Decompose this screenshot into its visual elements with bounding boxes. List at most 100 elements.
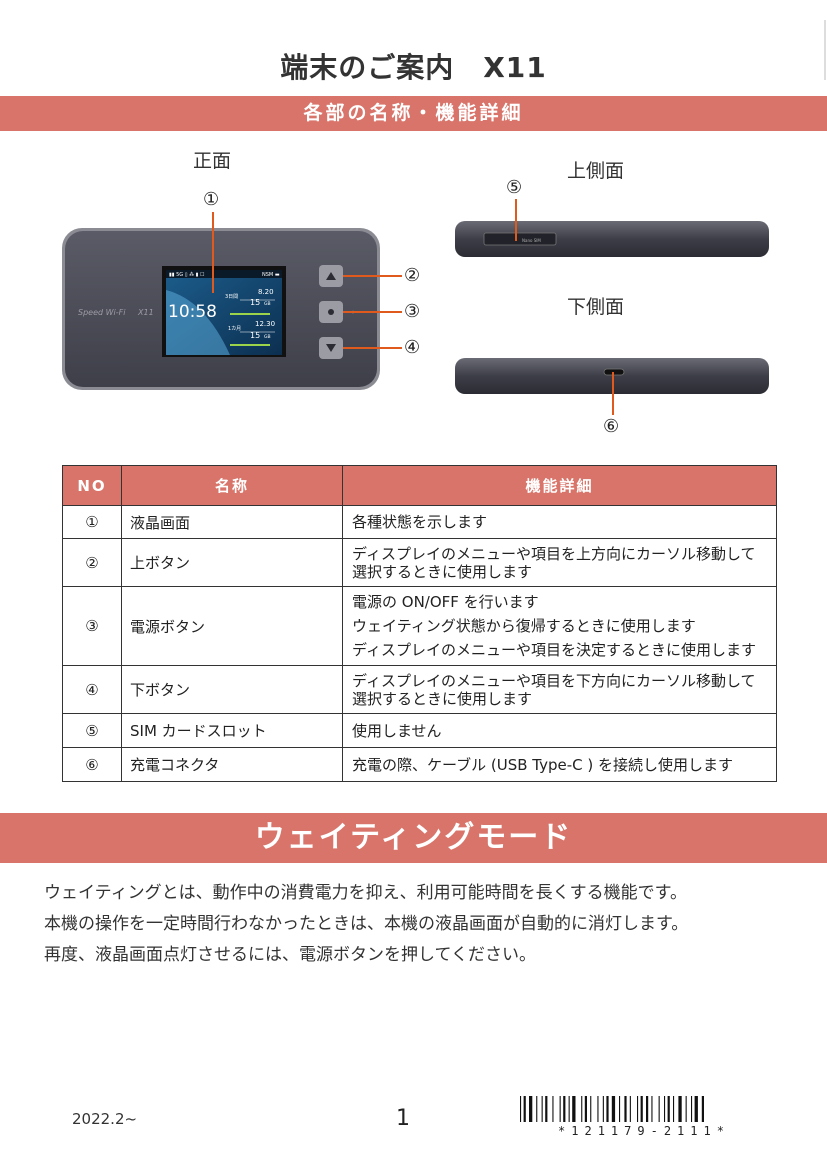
paragraph-line: 再度、液晶画面点灯させるには、電源ボタンを押してください。	[44, 945, 536, 965]
table-row: ④ 下ボタン ディスプレイのメニューや項目を下方向にカーソル移動して 選択すると…	[62, 665, 777, 714]
barcode-bar	[581, 1096, 583, 1122]
callout-4: ④	[404, 337, 421, 358]
barcode-bar	[611, 1096, 616, 1122]
header-no: NO	[62, 465, 122, 506]
row-desc: 使用しません	[342, 713, 777, 748]
row-desc: 充電の際、ケーブル (USB Type-C ) を接続し使用します	[342, 747, 777, 782]
barcode-bar	[541, 1096, 543, 1122]
barcode-bar	[691, 1096, 693, 1122]
barcode-bar	[529, 1096, 533, 1122]
row-no: ①	[62, 505, 122, 539]
callout-5: ⑤	[506, 177, 523, 198]
down-arrow-icon	[326, 344, 336, 352]
barcode-bar	[590, 1096, 592, 1122]
barcode-bar	[667, 1096, 670, 1122]
callout-6: ⑥	[603, 416, 620, 437]
power-dot-icon	[328, 309, 334, 315]
table-row: ② 上ボタン ディスプレイのメニューや項目を上方向にカーソル移動して 選択すると…	[62, 538, 777, 587]
table-row: ③ 電源ボタン 電源の ON/OFF を行います ウェイティング状態から復帰する…	[62, 586, 777, 666]
barcode-bar	[536, 1096, 538, 1122]
barcode-bar	[701, 1096, 704, 1122]
row-no: ②	[62, 538, 122, 587]
barcode	[520, 1096, 704, 1122]
table-row: ⑥ 充電コネクタ 充電の際、ケーブル (USB Type-C ) を接続し使用し…	[62, 747, 777, 782]
row-desc: 各種状態を示します	[342, 505, 777, 539]
barcode-bar	[678, 1096, 682, 1122]
parts-table: NO 名称 機能詳細 ① 液晶画面 各種状態を示します ② 上ボタン ディスプレ…	[62, 465, 777, 782]
row-desc: ディスプレイのメニューや項目を上方向にカーソル移動して 選択するときに使用します	[342, 538, 777, 587]
barcode-bar	[637, 1096, 639, 1122]
up-arrow-icon	[326, 272, 336, 280]
screen-time: 10:58	[168, 302, 217, 322]
section-header-text: 各部の名称・機能詳細	[303, 102, 524, 124]
header-details: 機能詳細	[342, 465, 777, 506]
barcode-text: *121179-2111*	[558, 1124, 730, 1138]
barcode-bar	[602, 1096, 604, 1122]
row-no: ⑥	[62, 747, 122, 782]
barcode-bar	[658, 1096, 660, 1122]
desc-line: 使用しません	[352, 721, 442, 740]
device-model: X11	[137, 308, 154, 317]
barcode-bar	[619, 1096, 621, 1122]
barcode-bar	[646, 1096, 649, 1122]
barcode-bar	[545, 1096, 548, 1122]
barcode-bar	[694, 1096, 698, 1122]
table-row: ① 液晶画面 各種状態を示します	[62, 505, 777, 539]
svg-text:GB: GB	[264, 301, 271, 307]
front-view-label: 正面	[193, 150, 232, 172]
waiting-mode-paragraph: ウェイティングとは、動作中の消費電力を抑え、利用可能時間を長くする機能です。 本…	[44, 878, 804, 971]
header-name: 名称	[121, 465, 343, 506]
barcode-bar	[640, 1096, 643, 1122]
footer-date: 2022.2~	[72, 1110, 138, 1128]
barcode-bar	[584, 1096, 587, 1122]
callout-2: ②	[404, 265, 421, 286]
page-edge-line	[824, 20, 826, 80]
barcode-bar	[629, 1096, 631, 1122]
barcode-bar	[572, 1096, 576, 1122]
top-side-view-label: 上側面	[567, 160, 625, 182]
page-title: 端末のご案内 X11	[280, 51, 547, 84]
device-illustration: ▮▮ 5G ▯ ⁂ ▮ ☐ NSM ▬ 10:58 3日間 8.20 15 1カ…	[62, 199, 769, 415]
desc-line: 選択するときに使用します	[352, 562, 533, 581]
desc-line: 各種状態を示します	[352, 513, 488, 531]
svg-text:15: 15	[250, 331, 260, 340]
row-desc: ディスプレイのメニューや項目を下方向にカーソル移動して 選択するときに使用します	[342, 665, 777, 714]
barcode-bar	[568, 1096, 570, 1122]
paragraph-line: ウェイティングとは、動作中の消費電力を抑え、利用可能時間を長くする機能です。	[44, 883, 687, 903]
row-name: 上ボタン	[121, 538, 343, 587]
row-name: SIM カードスロット	[121, 713, 343, 748]
barcode-bar	[606, 1096, 609, 1122]
desc-line: ウェイティング状態から復帰するときに使用します	[352, 617, 696, 635]
barcode-bar	[520, 1096, 522, 1122]
row-name: 電源ボタン	[121, 586, 343, 666]
svg-text:GB: GB	[264, 334, 271, 340]
svg-text:8.20: 8.20	[258, 288, 274, 296]
row-name: 充電コネクタ	[121, 747, 343, 782]
front-device: ▮▮ 5G ▯ ⁂ ▮ ☐ NSM ▬ 10:58 3日間 8.20 15 1カ…	[62, 228, 380, 390]
svg-text:3日間: 3日間	[225, 294, 238, 300]
svg-text:NSM ▬: NSM ▬	[262, 272, 280, 278]
row-no: ③	[62, 586, 122, 666]
barcode-bar	[523, 1096, 526, 1122]
callout-3: ③	[404, 301, 421, 322]
svg-text:12.30: 12.30	[255, 320, 275, 328]
barcode-bar	[673, 1096, 675, 1122]
callout-1: ①	[203, 189, 220, 210]
row-desc: 電源の ON/OFF を行います ウェイティング状態から復帰するときに使用します…	[342, 586, 777, 666]
desc-line: ディスプレイのメニューや項目を決定するときに使用します	[352, 641, 756, 659]
section-header-band: 各部の名称・機能詳細	[0, 96, 827, 131]
svg-text:Nano SIM: Nano SIM	[522, 238, 541, 243]
barcode-bar	[552, 1096, 554, 1122]
barcode-bar	[624, 1096, 627, 1122]
barcode-bar	[597, 1096, 599, 1122]
waiting-mode-header: ウェイティングモード	[254, 820, 573, 855]
sim-slot	[483, 232, 557, 246]
row-name: 下ボタン	[121, 665, 343, 714]
desc-line: ディスプレイのメニューや項目を上方向にカーソル移動して	[352, 544, 756, 563]
waiting-mode-band: ウェイティングモード	[0, 813, 827, 863]
svg-text:▮▮ 5G ▯ ⁂ ▮ ☐: ▮▮ 5G ▯ ⁂ ▮ ☐	[169, 271, 205, 278]
barcode-bar	[651, 1096, 653, 1122]
page-number: 1	[396, 1106, 410, 1131]
barcode-bar	[685, 1096, 687, 1122]
desc-line: 充電の際、ケーブル (USB Type-C ) を接続し使用します	[352, 755, 734, 774]
